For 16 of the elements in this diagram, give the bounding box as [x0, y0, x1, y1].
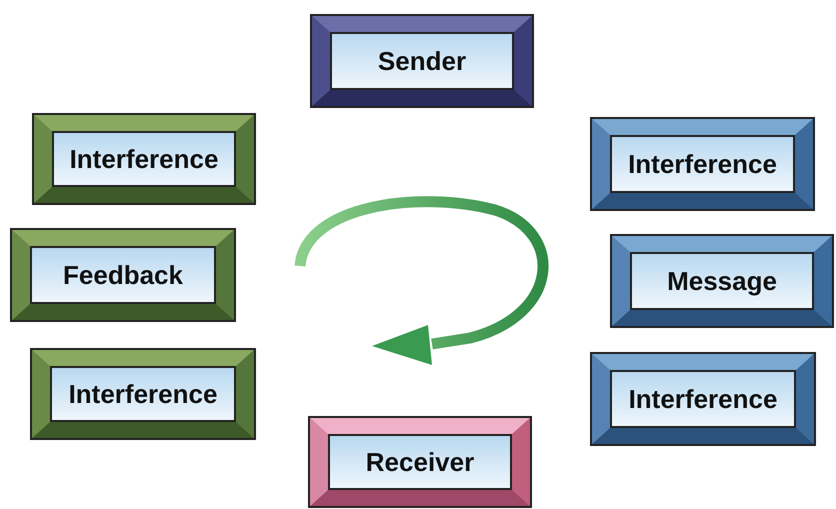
box-label: Feedback	[30, 246, 216, 304]
beveled-box	[610, 234, 834, 328]
beveled-box	[10, 228, 236, 322]
box-label: Receiver	[328, 434, 512, 490]
box-label: Sender	[330, 32, 514, 90]
box-label: Message	[630, 252, 814, 310]
beveled-box	[308, 416, 532, 508]
box-label: Interference	[50, 366, 236, 422]
box-label: Interference	[610, 370, 796, 428]
beveled-box	[32, 113, 256, 205]
beveled-box	[590, 117, 815, 211]
box-label: Interference	[52, 131, 236, 187]
box-label: Interference	[610, 135, 795, 193]
beveled-box	[590, 352, 816, 446]
beveled-box	[310, 14, 534, 108]
beveled-box	[30, 348, 256, 440]
